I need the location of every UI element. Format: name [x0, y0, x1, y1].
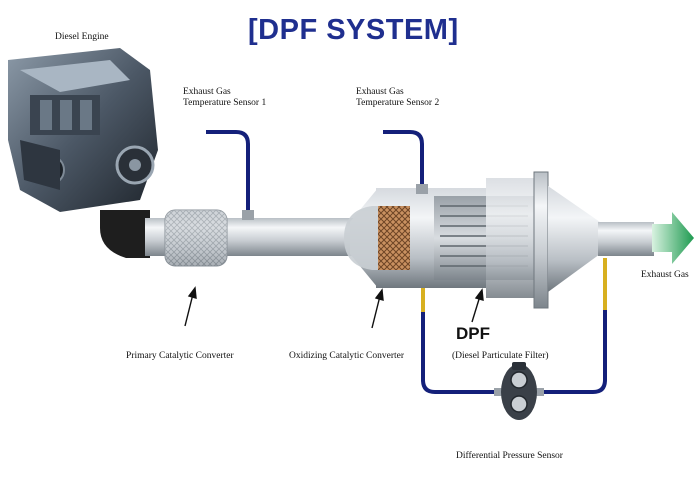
exhaust-flow-arrow: [652, 212, 694, 264]
pressure-hose: [421, 310, 607, 394]
differential-pressure-sensor: [494, 362, 544, 420]
pointer-arrows: [184, 286, 484, 329]
sensor2-wire: [383, 130, 424, 190]
sensor1-wire: [206, 130, 250, 214]
label-differential-pressure-sensor: Differential Pressure Sensor: [456, 451, 563, 461]
label-dpf-long: (Diesel Particulate Filter): [452, 351, 549, 361]
label-oxidizing-catalytic-converter: Oxidizing Catalytic Converter: [289, 351, 405, 361]
pressure-tube-downstream: [603, 258, 607, 310]
page-title: [DPF SYSTEM]: [248, 14, 459, 46]
oxidizing-catalyst-core: [378, 206, 410, 270]
label-primary-catalytic-converter: Primary Catalytic Converter: [126, 351, 234, 361]
label-exhaust-gas: Exhaust Gas: [641, 270, 689, 280]
primary-catalytic-converter: [164, 209, 228, 267]
label-sensor1-line2: Temperature Sensor 1: [183, 98, 267, 108]
label-sensor2-line2: Temperature Sensor 2: [356, 98, 440, 108]
sensor1-body: [242, 210, 254, 220]
inner-shield: [344, 206, 378, 270]
label-sensor1-line1: Exhaust Gas: [183, 87, 231, 97]
label-dpf: DPF: [456, 324, 490, 343]
dpf-outer-shell: [486, 178, 536, 298]
diesel-engine-image: [8, 48, 158, 212]
pressure-tube-upstream: [421, 288, 425, 312]
housing-cone-right: [548, 186, 600, 292]
label-sensor2-line1: Exhaust Gas: [356, 87, 404, 97]
dpf-flange: [533, 171, 549, 309]
exhaust-pipe-outlet: [598, 222, 654, 256]
label-diesel-engine: Diesel Engine: [55, 32, 109, 42]
sensor2-body: [416, 184, 428, 194]
inlet-elbow: [100, 210, 150, 258]
